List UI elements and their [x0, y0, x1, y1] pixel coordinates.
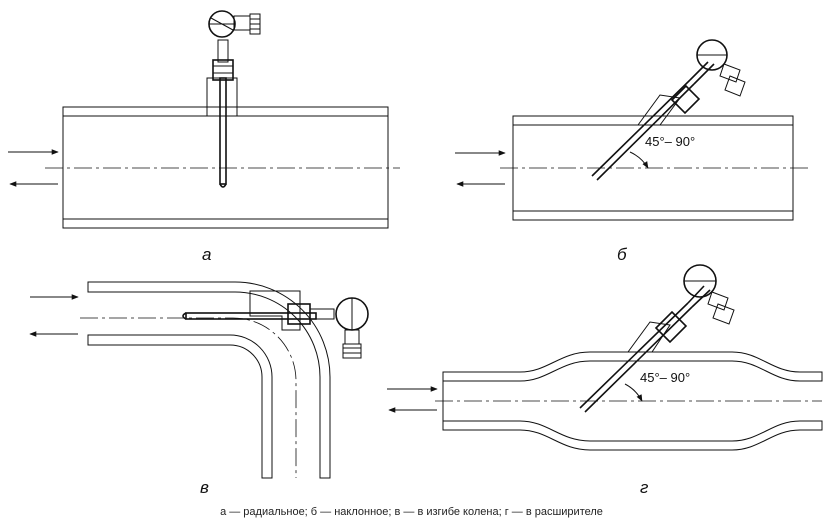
figure-a-label: а	[202, 245, 211, 264]
pipe-wall-bottom	[512, 210, 794, 221]
figure-v: в	[29, 281, 369, 497]
welded-boss	[206, 77, 238, 117]
welded-boss	[249, 290, 301, 331]
figure-b: 45°– 90° б	[455, 39, 808, 264]
compression-nut	[670, 84, 701, 115]
figure-v-label: в	[200, 478, 209, 497]
angle-label: 45°– 90°	[640, 370, 690, 385]
pipe-wall-bottom	[62, 218, 389, 229]
thermometer-probe	[579, 302, 689, 409]
elbow-axis	[80, 317, 297, 478]
elbow-wall-inner	[87, 334, 273, 479]
compression-nut	[212, 59, 234, 81]
compression-nut	[654, 310, 688, 344]
figure-g: 45°– 90° г	[387, 264, 823, 497]
cable-gland	[719, 63, 741, 83]
expander-wall-bottom	[442, 420, 823, 451]
thermometer-probe	[591, 79, 691, 177]
thermometer-probe	[219, 77, 227, 185]
figure-b-label: б	[617, 245, 628, 264]
thermometer-probe	[185, 312, 317, 320]
cable-gland	[707, 291, 729, 311]
figure-a: а	[8, 10, 400, 264]
angle-label: 45°– 90°	[645, 134, 695, 149]
cable-gland	[344, 329, 360, 345]
expander-wall-top	[442, 351, 823, 382]
cable-gland	[233, 15, 251, 31]
figure-g-label: г	[640, 478, 648, 497]
welded-boss	[627, 321, 671, 353]
elbow-wall-outer	[87, 281, 331, 479]
figure-caption: а — радиальное; б — наклонное; в — в изг…	[220, 506, 603, 518]
